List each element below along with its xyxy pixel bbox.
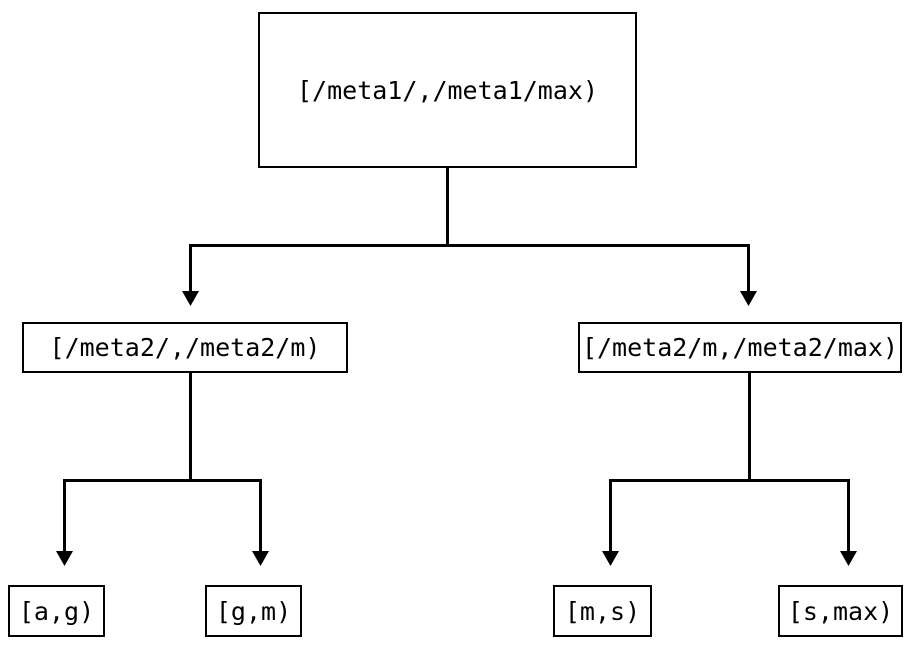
arrowhead-icon: [840, 551, 857, 566]
edge-meta2-right-to-leaf-ms: [602, 373, 751, 566]
arrowhead-icon: [252, 551, 269, 566]
node-leaf-gm[interactable]: [g,m): [205, 585, 302, 637]
node-label: [m,s): [564, 596, 641, 626]
node-meta2-right[interactable]: [/meta2/m,/meta2/max): [578, 322, 902, 373]
node-label: [s,max): [787, 596, 894, 626]
edge-meta1-to-meta2-left: [182, 168, 449, 306]
edge-meta1-to-meta2-right: [447, 244, 757, 306]
node-label: [/meta2/,/meta2/m): [49, 333, 321, 362]
edge-meta2-left-to-leaf-gm: [190, 479, 269, 566]
node-leaf-ag[interactable]: [a,g): [8, 585, 105, 637]
node-label: [/meta2/m,/meta2/max): [581, 333, 899, 362]
node-leaf-smax[interactable]: [s,max): [778, 585, 903, 637]
edge-meta2-right-to-leaf-smax: [749, 479, 857, 566]
node-label: [g,m): [215, 596, 292, 626]
arrowhead-icon: [56, 551, 73, 566]
node-meta2-left[interactable]: [/meta2/,/meta2/m): [22, 322, 348, 373]
node-label: [a,g): [18, 596, 95, 626]
node-leaf-ms[interactable]: [m,s): [553, 585, 652, 637]
arrowhead-icon: [182, 291, 199, 306]
node-meta1[interactable]: [/meta1/,/meta1/max): [258, 12, 637, 168]
arrowhead-icon: [740, 291, 757, 306]
edge-meta2-left-to-leaf-ag: [56, 373, 192, 566]
arrowhead-icon: [602, 551, 619, 566]
node-label: [/meta1/,/meta1/max): [296, 75, 599, 105]
